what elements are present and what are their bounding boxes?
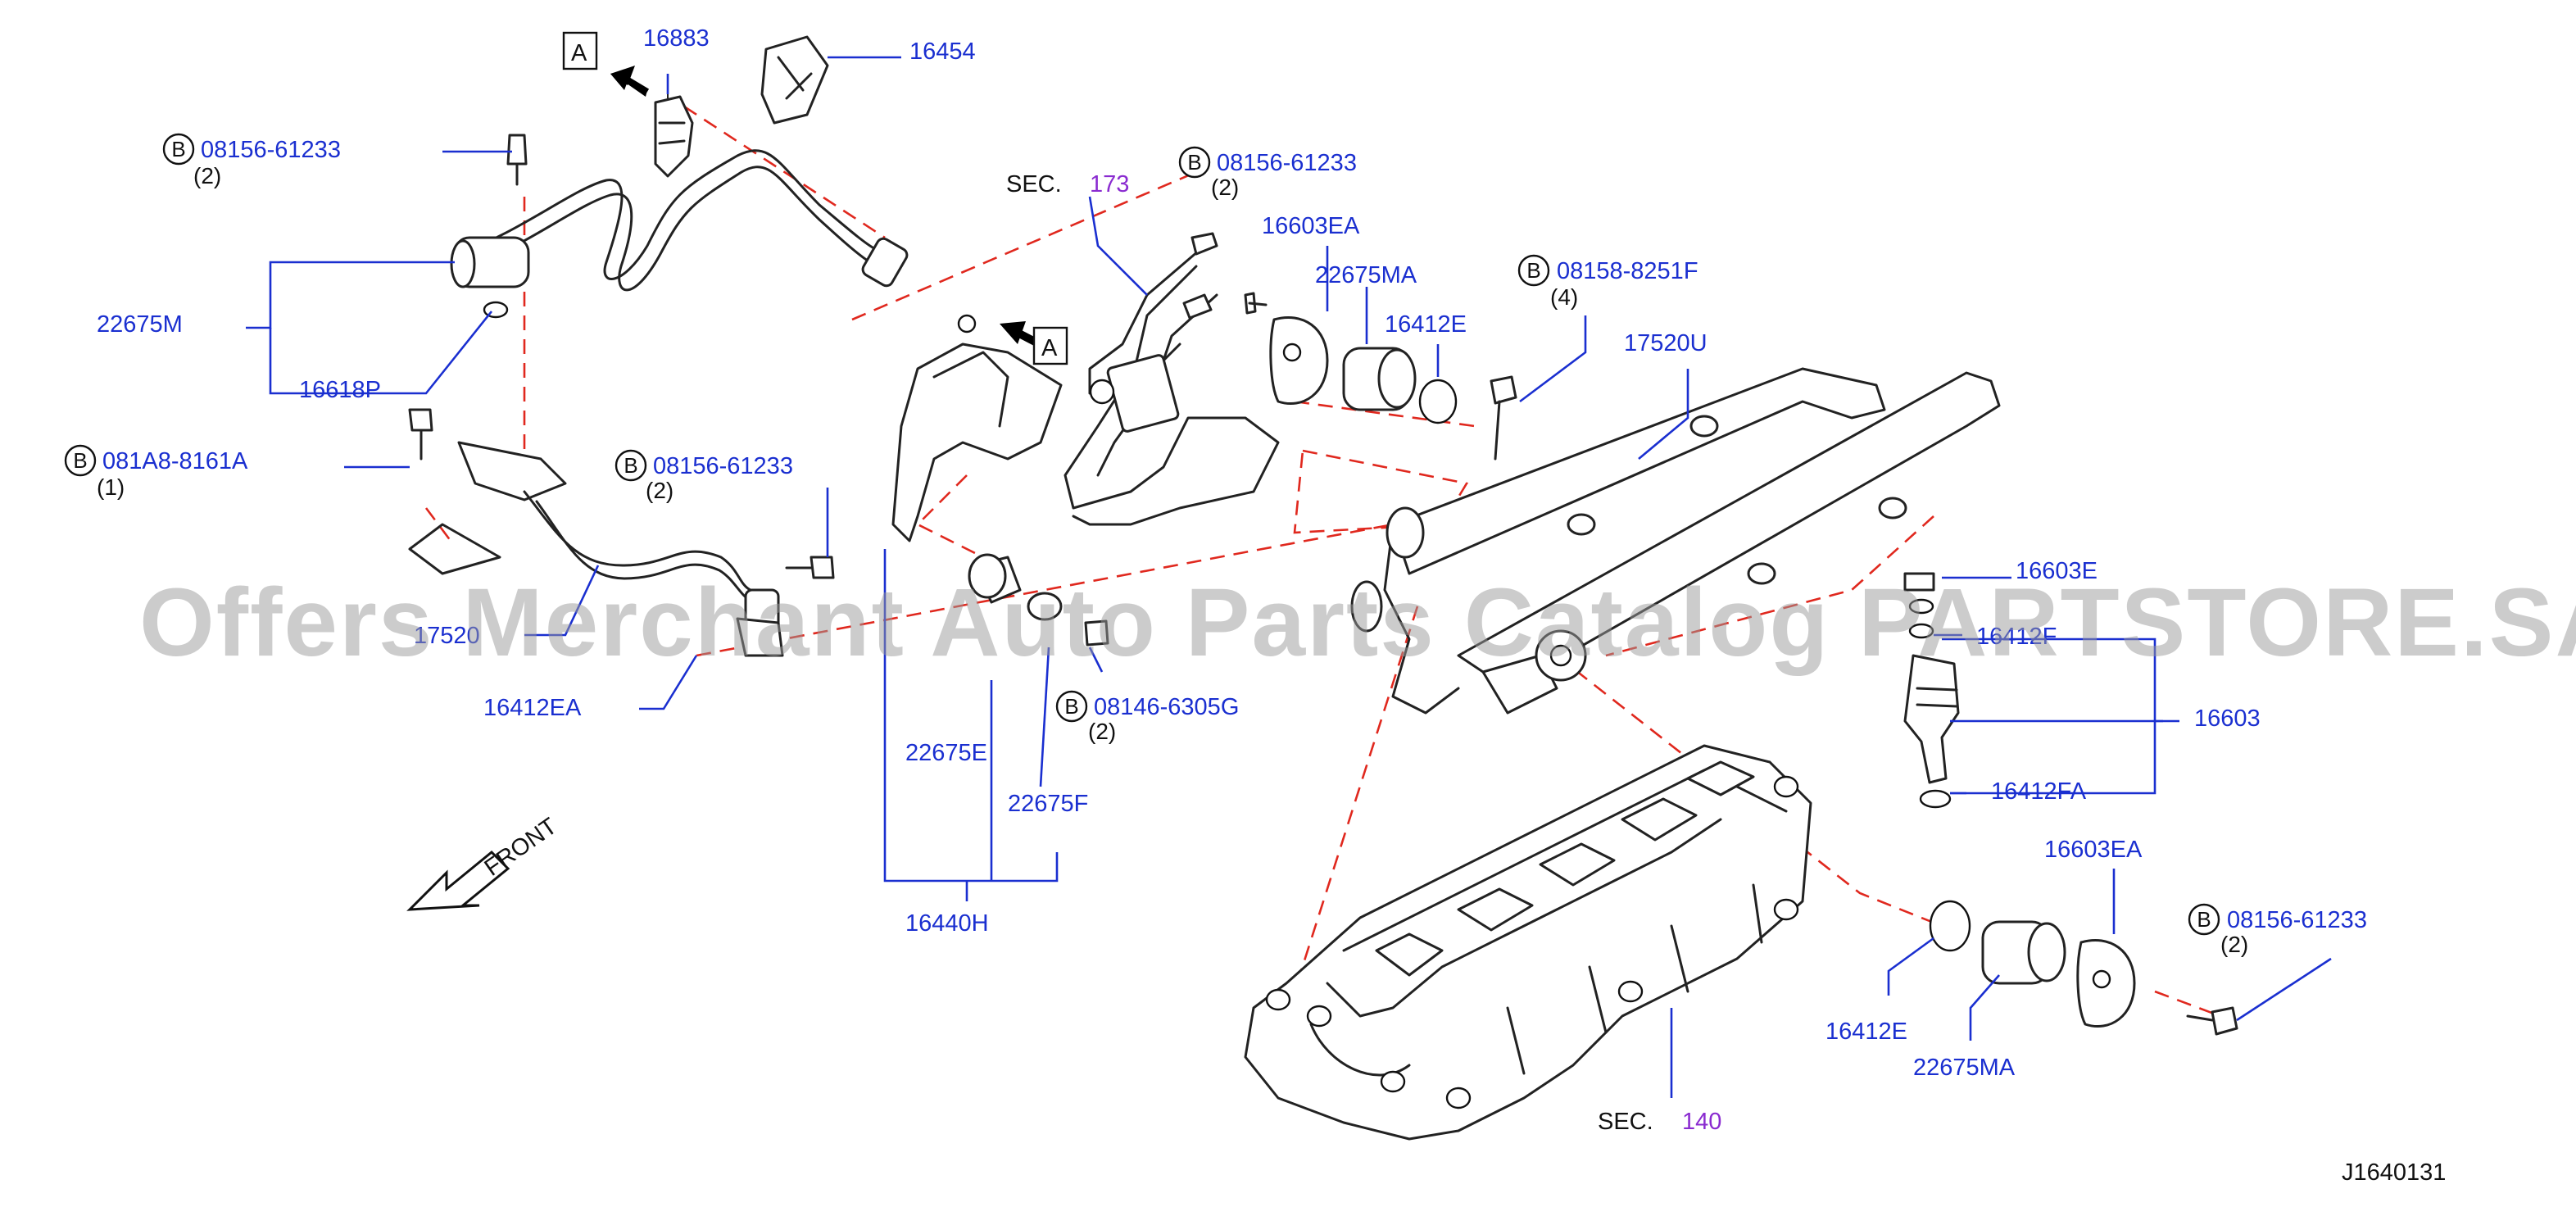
part-label-22675e: 22675E <box>905 740 987 766</box>
callout-text: 08156-61233 <box>2227 907 2367 933</box>
part-label-22675ma-bottom: 22675MA <box>1913 1055 2016 1081</box>
damper-group-bottom <box>1929 900 2238 1036</box>
bolt-callout-b1: B 08156-61233 (2) <box>162 133 341 188</box>
bolt-callout-b5: B 08158-8251F (4) <box>1517 254 1698 310</box>
damper-group-top <box>1244 292 1458 424</box>
callout-text: B <box>2197 907 2211 932</box>
leader-lines <box>246 56 2332 1098</box>
part-label-16412e-bottom: 16412E <box>1825 1019 1907 1045</box>
callout-text: (2) <box>1088 719 1116 744</box>
part-label-16412fa: 16412FA <box>1991 778 2087 805</box>
part-label-16412e-top: 16412E <box>1385 311 1467 338</box>
view-marker-a-mid: A <box>1032 326 1068 365</box>
part-label-16603: 16603 <box>2194 706 2261 732</box>
part-label-16883: 16883 <box>643 25 710 52</box>
callout-text: 081A8-8161A <box>102 448 248 474</box>
fuel-pipe-lower <box>408 408 835 657</box>
part-label-16412f: 16412F <box>1976 624 2057 650</box>
callout-text: (2) <box>1211 175 1239 200</box>
diagram-code: J1640131 <box>2342 1159 2446 1186</box>
callout-text: 08156-61233 <box>653 453 793 479</box>
bolt-code: 08156-61233 <box>201 137 341 163</box>
callout-text: B <box>171 137 185 161</box>
front-direction-indicator: FRONT <box>406 813 562 911</box>
bolt-callout-b6: B 08146-6305G (2) <box>1055 690 1239 744</box>
part-label-16603ea-bottom: 16603EA <box>2044 837 2143 863</box>
part-label-17520u: 17520U <box>1624 330 1708 356</box>
bolt-callout-b2: B 081A8-8161A (1) <box>64 444 248 500</box>
callout-text: A <box>1041 335 1058 361</box>
bracket-16440h <box>891 314 1109 647</box>
callout-text: (4) <box>1550 284 1578 310</box>
part-label-16454: 16454 <box>909 39 976 65</box>
watermark-text: Offers Merchant Auto Parts Catalog PARTS… <box>139 569 2576 677</box>
callout-text: 08156-61233 <box>1217 150 1357 176</box>
callout-text: SEC. <box>1598 1109 1653 1135</box>
callout-text: (2) <box>646 478 673 503</box>
view-marker-a-top: A <box>562 31 598 70</box>
front-arrow-icon <box>406 850 510 911</box>
bolt-callout-b4: B 08156-61233 (2) <box>1178 146 1357 200</box>
callout-text: B <box>1526 258 1540 283</box>
part-label-16412ea: 16412EA <box>483 695 582 721</box>
callout-text: B <box>73 448 87 473</box>
part-label-22675f: 22675F <box>1008 791 1088 817</box>
intake-manifold-sec140 <box>1244 744 1812 1141</box>
part-label-22675m: 22675M <box>97 311 183 338</box>
part-label-17520-partial: 17520 <box>414 623 480 649</box>
callout-text: B <box>1187 150 1201 175</box>
fuel-injector-16603 <box>1903 572 1960 809</box>
part-label-16603e: 16603E <box>2016 558 2098 584</box>
callout-text: 08158-8251F <box>1557 258 1698 284</box>
assembly-guide-lines <box>424 105 2221 1018</box>
callout-text: (1) <box>97 474 125 500</box>
bolt-qty: (2) <box>193 163 221 188</box>
front-label: FRONT <box>480 813 562 882</box>
callout-text: B <box>624 453 637 478</box>
callout-text: 08146-6305G <box>1094 694 1239 720</box>
section-ref-140: SEC. 140 <box>1598 1109 1721 1135</box>
callout-text: (2) <box>2220 932 2248 957</box>
section-ref-173: SEC. 173 <box>1006 171 1129 197</box>
clamp-16454 <box>760 35 829 125</box>
clip-16883 <box>654 74 694 178</box>
part-label-16603ea-top: 16603EA <box>1262 213 1360 239</box>
callout-text: SEC. <box>1006 171 1062 197</box>
fuel-hose-assembly-sec173 <box>1064 232 1280 526</box>
part-label-22675ma-top: 22675MA <box>1315 262 1417 288</box>
part-label-16618p: 16618P <box>299 377 381 403</box>
callout-text: 140 <box>1682 1109 1721 1135</box>
fuel-rail-17520u <box>1350 367 2001 715</box>
callout-text: A <box>571 40 587 66</box>
bolt-callout-b3: B 08156-61233 (2) <box>615 449 793 503</box>
fuel-pipe-upper <box>450 134 909 319</box>
callout-text: 173 <box>1090 171 1129 197</box>
bolt-callout-b7: B 08156-61233 (2) <box>2188 903 2367 957</box>
callout-text: B <box>1064 694 1078 719</box>
part-label-16440h: 16440H <box>905 910 989 937</box>
